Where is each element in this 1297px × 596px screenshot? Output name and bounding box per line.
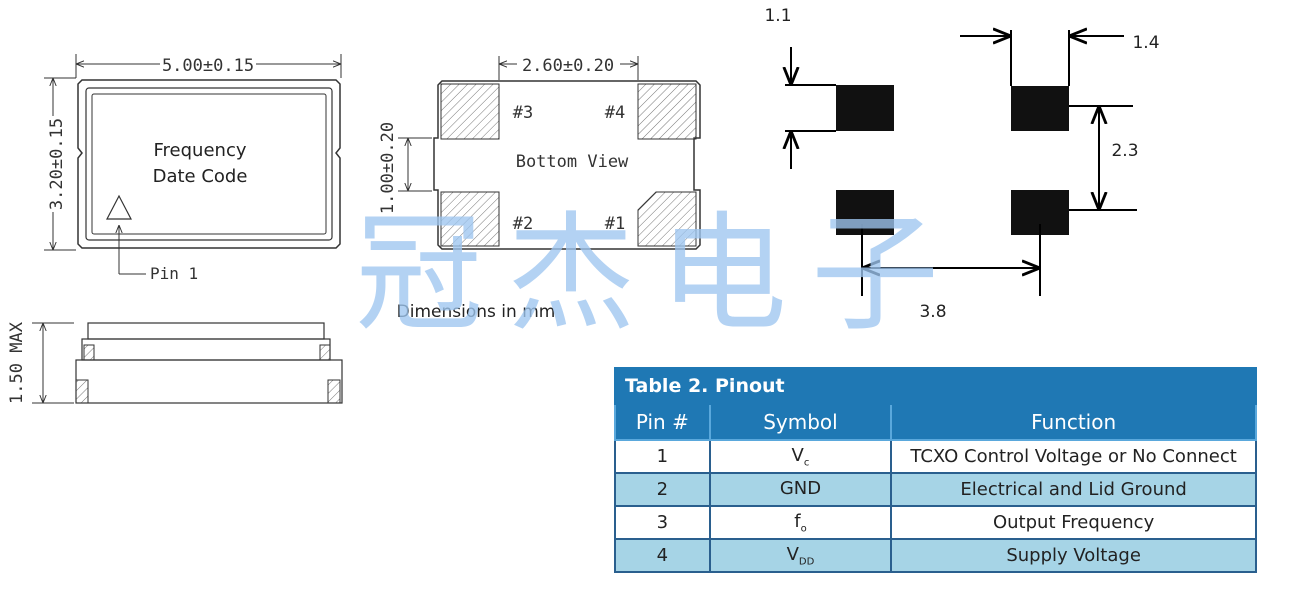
table-row: 4 VDD Supply Voltage	[614, 538, 1257, 573]
header-function: Function	[890, 403, 1257, 441]
cell-pin: 4	[614, 538, 711, 573]
table-row: 2 GND Electrical and Lid Ground	[614, 472, 1257, 507]
table-row: 3 fo Output Frequency	[614, 505, 1257, 540]
package-outline	[77, 79, 341, 249]
table-row: 1 Vc TCXO Control Voltage or No Connect	[614, 439, 1257, 474]
cell-function: Output Frequency	[890, 505, 1257, 540]
cell-function: TCXO Control Voltage or No Connect	[890, 439, 1257, 474]
pad-label-2: #2	[513, 214, 533, 234]
pad-height-dim: 1.00±0.20	[378, 122, 398, 214]
top-height-dim: 3.20±0.15	[47, 118, 67, 210]
table-title-row: Table 2. Pinout	[614, 367, 1257, 405]
bottom-outline	[433, 80, 701, 250]
cell-symbol: VDD	[708, 538, 893, 573]
dimensions-caption: Dimensions in mm	[397, 302, 556, 322]
lid-inner	[91, 93, 327, 235]
table-header-row: Pin # Symbol Function	[614, 403, 1257, 441]
bottom-view	[398, 56, 701, 250]
cell-pin: 3	[614, 505, 711, 540]
side-view	[32, 322, 343, 404]
pad-label-3: #3	[513, 103, 533, 123]
header-pin: Pin #	[614, 403, 711, 441]
cell-pin: 2	[614, 472, 711, 507]
land-pad-width: 1.4	[1132, 33, 1159, 53]
lid-outer	[85, 87, 333, 241]
cell-symbol: fo	[708, 505, 893, 540]
land-pad-height: 1.1	[764, 6, 791, 26]
cell-symbol: Vc	[708, 439, 893, 474]
pad-label-4: #4	[605, 103, 625, 123]
pad-label-1: #1	[605, 214, 625, 234]
cell-function: Supply Voltage	[890, 538, 1257, 573]
land-pattern	[785, 30, 1137, 296]
side-height-dim: 1.50 MAX	[7, 321, 27, 404]
top-width-dim: 5.00±0.15	[162, 56, 254, 76]
pinout-table: Table 2. Pinout Pin # Symbol Function 1 …	[614, 367, 1257, 573]
top-view	[44, 54, 342, 275]
marking-date-code: Date Code	[153, 166, 248, 187]
cell-symbol: GND	[708, 472, 893, 507]
land-pad-pitch: 3.8	[919, 302, 946, 322]
pin1-label: Pin 1	[150, 264, 198, 283]
pin1-triangle-icon	[106, 194, 132, 220]
bottom-view-label: Bottom View	[516, 152, 629, 172]
header-symbol: Symbol	[708, 403, 893, 441]
cell-function: Electrical and Lid Ground	[890, 472, 1257, 507]
cell-pin: 1	[614, 439, 711, 474]
land-pad-gap: 2.3	[1111, 141, 1138, 161]
table-title: Table 2. Pinout	[614, 367, 1257, 405]
pad-pitch-dim: 2.60±0.20	[522, 56, 614, 76]
marking-frequency: Frequency	[154, 140, 247, 161]
